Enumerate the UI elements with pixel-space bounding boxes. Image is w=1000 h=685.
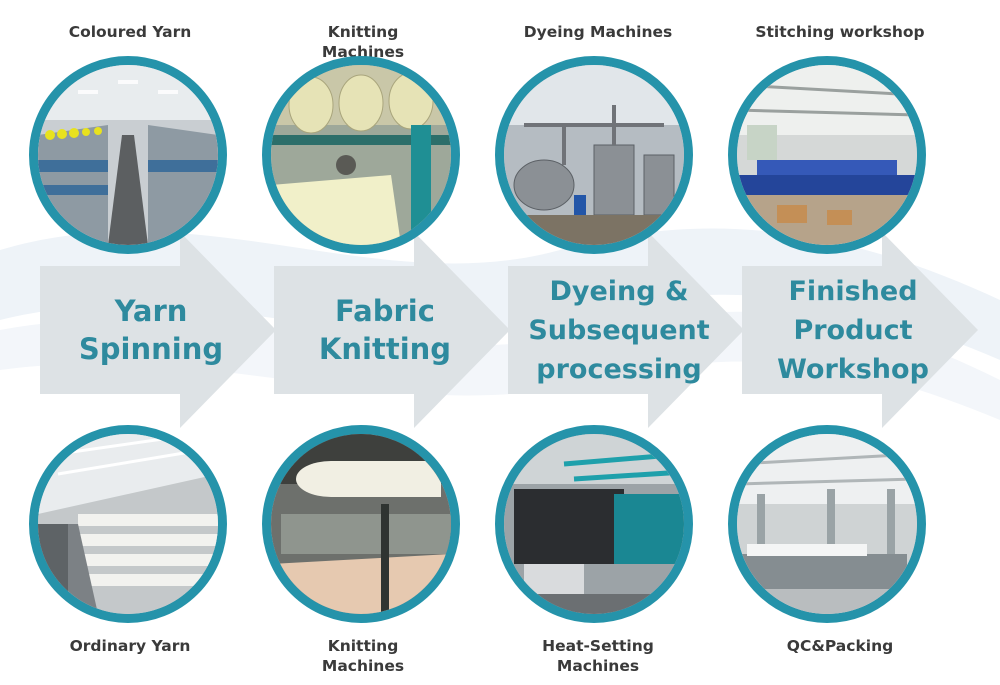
arrow-shape: [274, 232, 510, 428]
process-arrow-yarn-spinning: Yarn Spinning: [40, 232, 290, 428]
photo-heat-setting-machines: [495, 425, 693, 623]
arrow-shape: [742, 232, 978, 428]
photo-stitching-workshop: [728, 56, 926, 254]
photo-knitting-machines-bottom: [262, 425, 460, 623]
arrow-shape: [40, 232, 276, 428]
process-arrow-fabric-knitting: Fabric Knitting: [274, 232, 524, 428]
process-arrow-dyeing: Dyeing & Subsequent processing: [508, 232, 758, 428]
stage-label: Fabric Knitting: [318, 294, 452, 366]
caption-top: Coloured Yarn: [68, 23, 192, 41]
arrow-shape: [508, 232, 744, 428]
process-arrow-finished-product: Finished Product Workshop: [742, 232, 992, 428]
photo-coloured-yarn: [29, 56, 227, 254]
photo-dyeing-machines: [495, 56, 693, 254]
caption-bottom: Heat-Setting Machines: [542, 637, 654, 675]
stage-label: Dyeing & Subsequent processing: [528, 275, 710, 385]
caption-top: Knitting Machines: [321, 23, 405, 61]
stage-label: Finished Product Workshop: [777, 275, 929, 385]
stage-label: Yarn Spinning: [78, 294, 224, 366]
caption-bottom: Knitting Machines: [321, 637, 405, 675]
caption-top: Stitching workshop: [755, 23, 925, 41]
photo-qc-packing: [728, 425, 926, 623]
photo-knitting-machines-top: [262, 56, 460, 254]
caption-top: Dyeing Machines: [523, 23, 673, 41]
caption-bottom: Ordinary Yarn: [69, 637, 191, 655]
caption-bottom: QC&Packing: [786, 637, 894, 655]
photo-ordinary-yarn: [29, 425, 227, 623]
